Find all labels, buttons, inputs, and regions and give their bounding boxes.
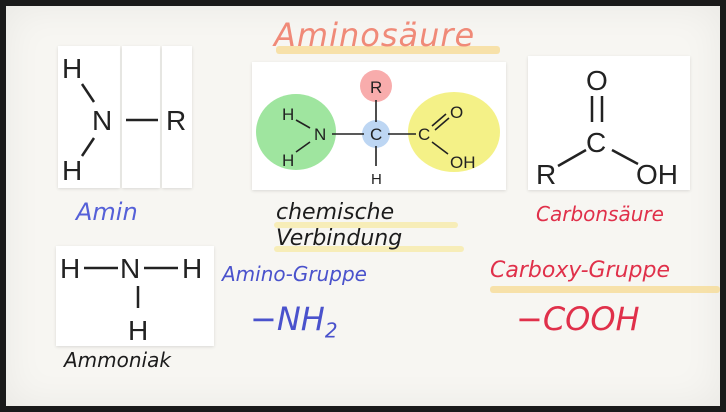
amino-gruppe-label: Amino-Gruppe (222, 262, 367, 286)
amin-card-middle (122, 46, 160, 188)
carbonsaeure-card (528, 56, 690, 190)
carboxy-formula: −COOH (516, 300, 640, 338)
carbonsaeure-structure: O C R OH (536, 65, 678, 190)
am-atom-h-right: H (182, 253, 202, 284)
cs-atom-oh: OH (636, 159, 678, 190)
carboxy-gruppe-label: Carboxy-Gruppe (490, 258, 671, 283)
aa-bond-c-o-double-1 (431, 113, 447, 127)
aa-atom-o: O (450, 103, 463, 122)
chemische-label: chemische (276, 200, 395, 225)
amin-atom-h-top: H (62, 53, 82, 84)
chem-underline-2 (274, 246, 464, 252)
chem-underline-1 (274, 222, 458, 228)
ammoniak-structure: H N H H (60, 253, 202, 346)
amin-label: Amin (76, 198, 138, 226)
title-underline (276, 46, 500, 54)
carboxy-underline (490, 286, 720, 293)
aa-bond-h-n-top (295, 119, 311, 129)
ammoniak-card (56, 246, 214, 346)
amino-formula: −NH2 (250, 300, 338, 342)
aa-bond-c-o-double-2 (434, 117, 450, 131)
ammoniak-label: Ammoniak (64, 348, 171, 372)
aa-atom-n: N (314, 125, 326, 144)
aa-atom-h-top: H (282, 105, 294, 124)
aa-atom-oh: OH (450, 153, 476, 172)
highlight-amino-group (256, 94, 336, 170)
amin-bond-h-top (80, 83, 96, 103)
amin-atom-h-bottom: H (62, 155, 82, 186)
amino-formula-main: −NH (250, 300, 325, 338)
whiteboard: Aminosäure H N R H Amin R H N H C H C O (6, 6, 720, 406)
amin-atom-r: R (166, 105, 186, 136)
carbonsaeure-label: Carbonsäure (536, 202, 664, 226)
page-title: Aminosäure (274, 16, 476, 54)
aa-bond-c-oh (431, 141, 449, 155)
amin-structure: H N R H (62, 53, 186, 186)
highlight-r-group (360, 70, 392, 102)
amin-atom-n: N (92, 105, 112, 136)
aa-atom-c-carboxy: C (418, 125, 430, 144)
aa-atom-r: R (370, 78, 382, 97)
amin-card-left (58, 46, 120, 188)
am-atom-h-bottom: H (128, 315, 148, 346)
aa-atom-h-bottom: H (282, 151, 294, 170)
highlight-carboxy-group (408, 92, 500, 172)
cs-atom-c: C (586, 127, 606, 158)
cs-atom-o: O (586, 65, 608, 96)
amin-card-right (162, 46, 192, 188)
am-atom-h-left: H (60, 253, 80, 284)
amin-bond-h-bottom (80, 137, 96, 157)
aa-atom-h-alpha: H (371, 171, 382, 188)
amino-formula-subscript: 2 (324, 318, 338, 343)
aa-atom-c-alpha: C (370, 125, 382, 144)
cs-atom-r: R (536, 159, 556, 190)
cs-bond-r-c (557, 148, 587, 168)
verbindung-label: Verbindung (276, 226, 403, 251)
highlight-alpha-carbon (362, 120, 390, 148)
aminoacid-structure: R H N H C H C O OH (256, 70, 500, 188)
cs-bond-c-oh (611, 148, 639, 166)
aa-bond-h-n-bottom (295, 141, 311, 153)
am-atom-n: N (120, 253, 140, 284)
